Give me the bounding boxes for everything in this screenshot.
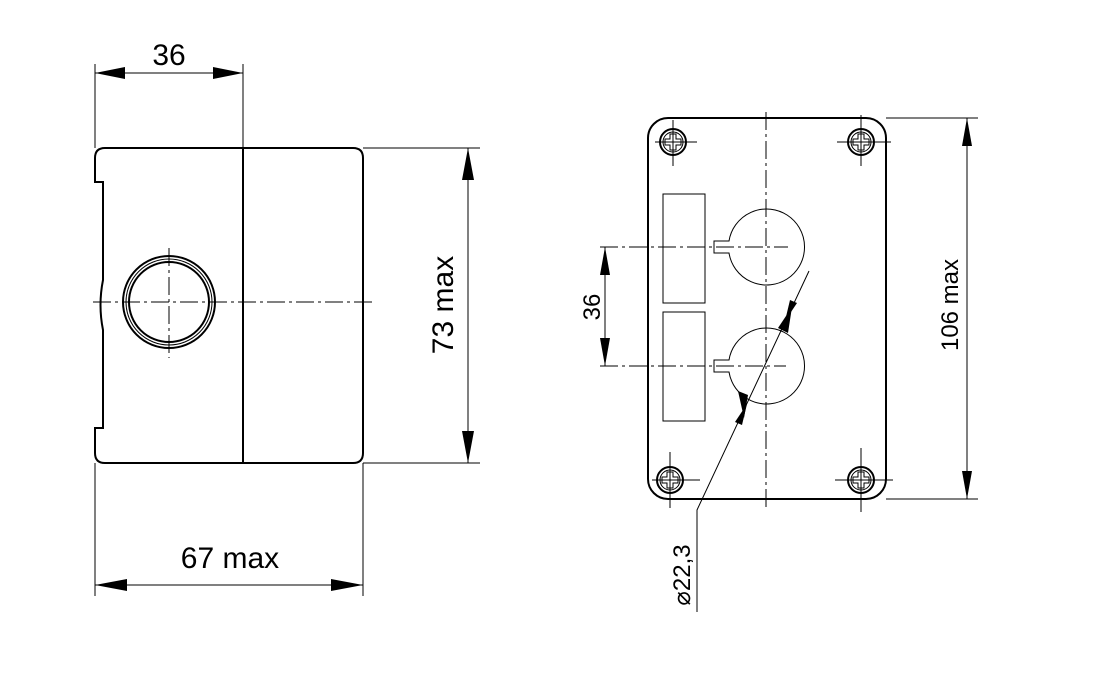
arrow-head bbox=[95, 579, 127, 591]
front-plate-outline bbox=[647, 117, 887, 500]
dim-height-106: 106 max bbox=[937, 259, 964, 351]
arrow-head bbox=[962, 118, 972, 146]
side-view: 36 73 max 67 max bbox=[93, 39, 480, 596]
arrow-head bbox=[95, 67, 125, 79]
dim-height-73: 73 max bbox=[427, 256, 460, 354]
screw-bottom-left bbox=[652, 452, 700, 508]
arrow-head bbox=[962, 471, 972, 499]
label-slot-top bbox=[662, 193, 706, 304]
arrow-head bbox=[462, 148, 474, 180]
arrow-head bbox=[600, 247, 610, 275]
arrow-head bbox=[462, 431, 474, 463]
screw-top-left bbox=[655, 120, 697, 166]
enclosure-body-outline bbox=[94, 147, 364, 464]
arrow-head bbox=[213, 67, 243, 79]
arrow-head bbox=[778, 307, 792, 333]
front-view: 36 106 max ⌀22,3 bbox=[579, 112, 978, 612]
dim-spacing-36: 36 bbox=[579, 294, 606, 321]
screw-top-right bbox=[837, 115, 891, 166]
diameter-leader-line bbox=[696, 270, 810, 612]
button-hole-top bbox=[713, 208, 805, 286]
arrow-head bbox=[600, 338, 610, 366]
screw-bottom-right bbox=[835, 448, 893, 512]
dim-hole-diameter: ⌀22,3 bbox=[669, 544, 696, 605]
arrow-head bbox=[331, 579, 363, 591]
dim-width-36: 36 bbox=[152, 39, 185, 72]
dim-depth-67: 67 max bbox=[181, 542, 279, 575]
arrow-head bbox=[738, 391, 748, 418]
